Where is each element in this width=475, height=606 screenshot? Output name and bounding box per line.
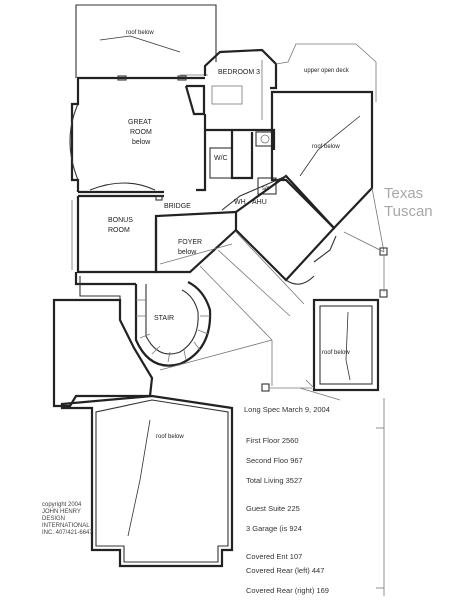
great-room-label-3: below (132, 139, 151, 146)
lower-right-roof-outline (312, 298, 380, 392)
first-floor: First Floor 2560 (246, 436, 299, 445)
roof-below-top-label: roof below (126, 30, 154, 36)
copyright-line: INC. 407/421-6647 (42, 530, 93, 536)
copyright-line: DESIGN (42, 516, 66, 522)
covered-ent: Covered Ent 107 (246, 552, 303, 561)
total-living: Total Living 3527 (246, 476, 303, 485)
great-room-label-2: ROOM (130, 129, 152, 136)
roof-below-right-label: roof below (312, 144, 340, 150)
right-roof-outline (270, 90, 374, 230)
foyer-label-2: below (178, 249, 197, 256)
bed (211, 85, 243, 105)
copyright-line: JOHN HENRY (42, 509, 81, 515)
bedroom3-walls (203, 48, 278, 90)
stair-curve (134, 281, 212, 367)
wic-closet (209, 147, 233, 179)
copyright-block: copyright 2004 JOHN HENRY DESIGN INTERNA… (42, 502, 93, 537)
guest-suite: Guest Suite 225 (246, 504, 300, 513)
small-label: s/c (262, 186, 270, 192)
bonus-room-label-2: ROOM (108, 227, 130, 234)
copyright-line: copyright 2004 (42, 502, 82, 508)
copyright-line: INTERNATIONAL (42, 523, 90, 529)
covered-rear-right: Covered Rear (right) 169 (246, 586, 329, 595)
project-title-line2: Tuscan (384, 203, 433, 220)
ahu-label: AHU (252, 199, 267, 206)
foyer-walls (154, 220, 237, 274)
top-roof-outline (75, 4, 217, 78)
roof-below-bottom-label: roof below (156, 434, 184, 440)
second-floor: Second Floo 967 (246, 456, 303, 465)
roof-below-lower-right-label: roof below (322, 350, 350, 356)
wh-label: WH (234, 199, 246, 206)
bridge-label: BRIDGE (164, 203, 191, 210)
angled-wing-walls (234, 174, 336, 282)
covered-rear-left: Covered Rear (left) 447 (246, 566, 325, 575)
bonus-room-label-1: BONUS (108, 217, 133, 224)
stair-label: STAIR (154, 315, 174, 322)
bedroom3-label: BEDROOM 3 (218, 69, 260, 76)
foyer-label-1: FOYER (178, 239, 202, 246)
bottom-roof-outline (60, 394, 234, 568)
upper-open-deck-outline (275, 43, 377, 102)
long-spec: Long Spec March 9, 2004 (244, 405, 330, 414)
great-room-label-1: GREAT (128, 119, 152, 126)
wic-label: W/C (214, 155, 228, 162)
upper-open-deck-label: upper open deck (304, 68, 350, 74)
garage: 3 Garage (is 924 (246, 524, 302, 533)
project-title-line1: Texas (384, 185, 423, 202)
